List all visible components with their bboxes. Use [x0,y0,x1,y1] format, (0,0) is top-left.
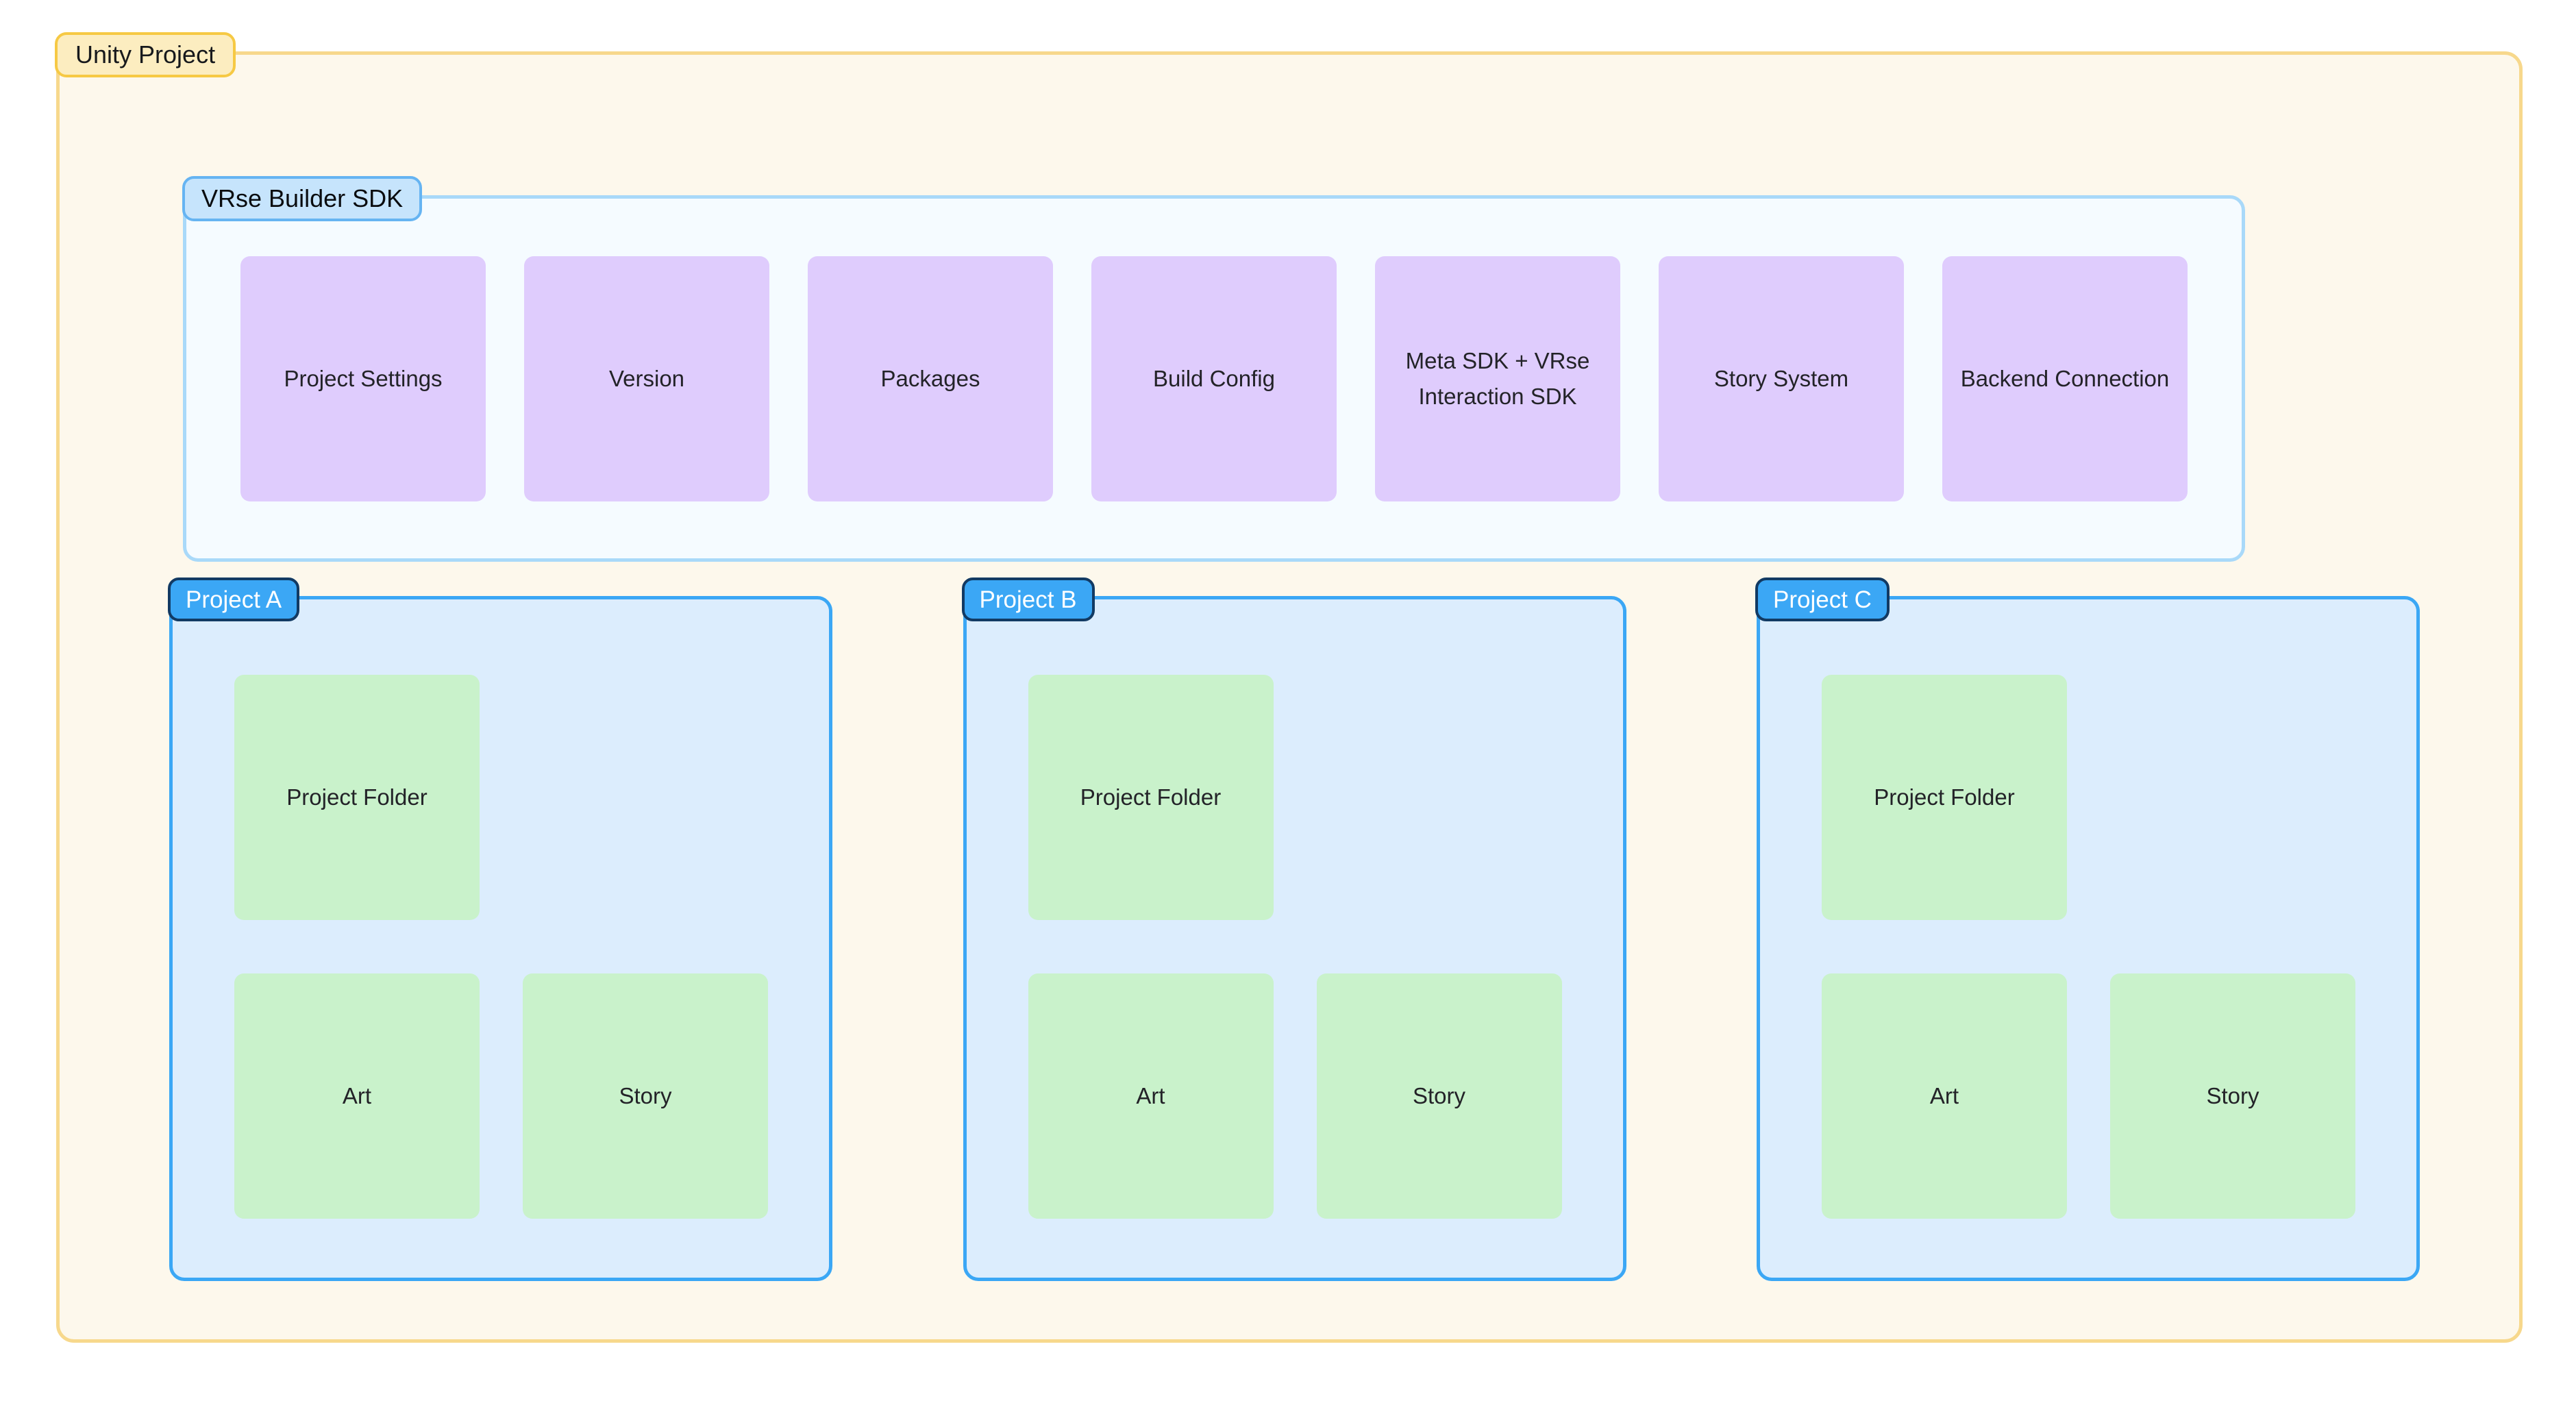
project-label-c: Project C [1755,578,1890,621]
art-folder-card[interactable]: Art [1028,973,1274,1219]
story-folder-card[interactable]: Story [523,973,768,1219]
story-folder-card[interactable]: Story [2110,973,2355,1219]
story-folder-card[interactable]: Story [1316,973,1562,1219]
sdk-module-row: Project Settings Version Packages Build … [186,199,2242,558]
project-folder-card[interactable]: Project Folder [234,675,480,920]
project-body-b: Project Folder Art Story [967,599,1623,1278]
folder-row-bottom: Art Story [173,973,768,1219]
sdk-module-card[interactable]: Story System [1659,256,1904,501]
folder-row-top: Project Folder [967,675,1274,920]
vrse-builder-sdk-container: VRse Builder SDK Project Settings Versio… [182,176,2245,562]
folder-row-bottom: Art Story [967,973,1562,1219]
sdk-module-card[interactable]: Build Config [1091,256,1337,501]
project-body-a: Project Folder Art Story [173,599,829,1278]
project-label-a: Project A [168,578,300,621]
project-container-a: Project A Project Folder Art Story [168,578,832,1281]
unity-project-label: Unity Project [55,32,236,77]
vrse-builder-sdk-label: VRse Builder SDK [182,176,423,221]
folder-row-bottom: Art Story [1760,973,2355,1219]
art-folder-card[interactable]: Art [1822,973,2067,1219]
project-container-b: Project B Project Folder Art Story [961,578,1626,1281]
sdk-module-card[interactable]: Project Settings [240,256,486,501]
folder-row-top: Project Folder [1760,675,2067,920]
unity-project-container: Unity Project VRse Builder SDK Project S… [55,32,2523,1343]
sdk-module-card[interactable]: Backend Connection [1942,256,2188,501]
projects-row: Project A Project Folder Art Story Proje… [168,578,2420,1288]
project-body-c: Project Folder Art Story [1760,599,2416,1278]
project-folder-card[interactable]: Project Folder [1822,675,2067,920]
sdk-module-card[interactable]: Meta SDK + VRse Interaction SDK [1375,256,1620,501]
project-label-b: Project B [961,578,1095,621]
art-folder-card[interactable]: Art [234,973,480,1219]
folder-row-top: Project Folder [173,675,480,920]
project-container-c: Project C Project Folder Art Story [1755,578,2420,1281]
project-folder-card[interactable]: Project Folder [1028,675,1274,920]
sdk-module-card[interactable]: Version [524,256,769,501]
sdk-module-card[interactable]: Packages [808,256,1053,501]
